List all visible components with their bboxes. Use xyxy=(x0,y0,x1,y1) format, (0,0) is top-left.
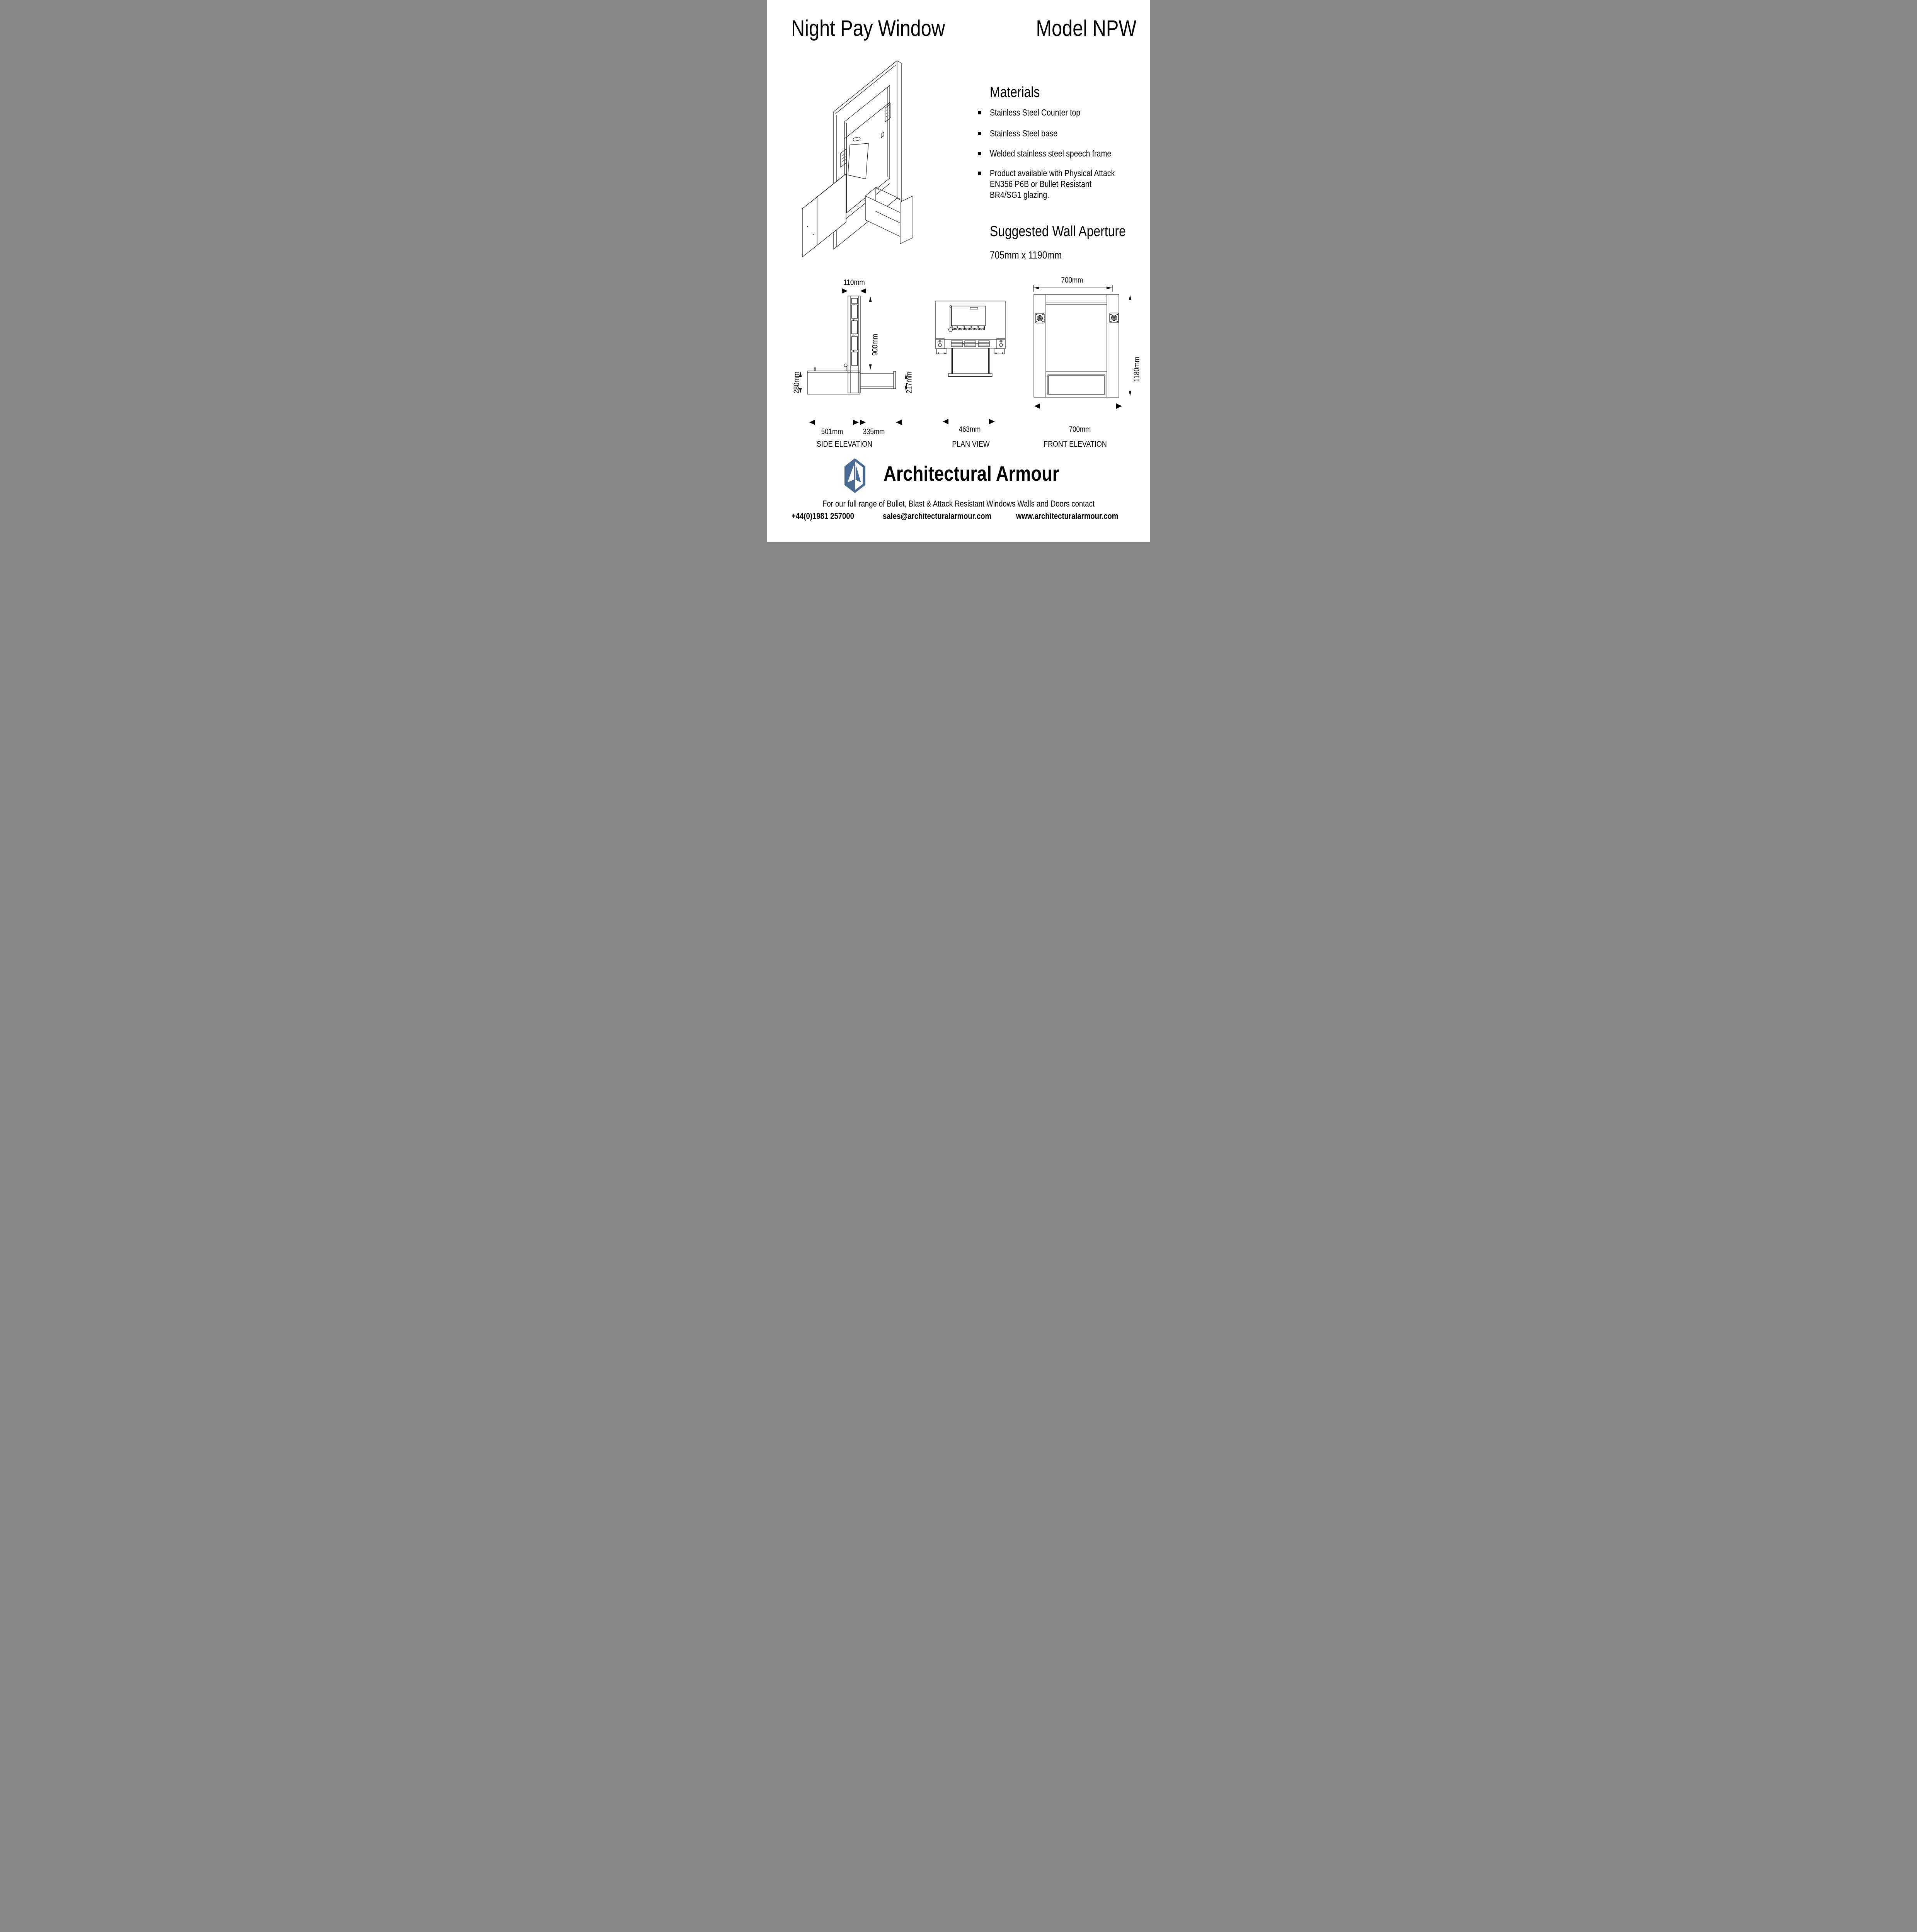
datasheet-page: Night Pay Window Model NPW xyxy=(767,0,1150,542)
bullet-square-icon xyxy=(978,111,981,114)
dim-arrow-icon xyxy=(853,420,859,425)
material-item: Stainless Steel base xyxy=(978,128,1070,139)
front-elevation-drawing xyxy=(1033,285,1132,398)
dim-arrow-icon xyxy=(860,420,866,425)
speech-plate-left xyxy=(1035,313,1045,323)
dim-arrow-icon xyxy=(809,420,815,425)
dim-arrow-icon xyxy=(842,288,848,294)
speech-plate-right xyxy=(1109,313,1119,323)
material-item: Welded stainless steel speech frame xyxy=(978,148,1134,159)
aperture-heading: Suggested Wall Aperture xyxy=(990,223,1126,240)
materials-heading: Materials xyxy=(990,84,1040,100)
dim-arrow-icon xyxy=(989,419,995,424)
side-elevation-drawing xyxy=(799,296,907,395)
speech-plate-right xyxy=(885,103,891,122)
footer-email: sales@architecturalarmour.com xyxy=(883,511,991,521)
model-title: Model NPW xyxy=(1036,16,1136,41)
dim-arrow-icon xyxy=(943,419,948,424)
dim-arrow-icon xyxy=(1116,403,1122,409)
dim-arrow-icon xyxy=(896,420,902,425)
bullet-square-icon xyxy=(978,172,981,175)
footer-website: www.architecturalarmour.com xyxy=(1016,511,1119,521)
aperture-size: 705mm x 1190mm xyxy=(990,249,1062,261)
dim-arrow-icon xyxy=(1034,403,1040,409)
material-item: Stainless Steel Counter top xyxy=(978,107,1098,118)
footer-phone: +44(0)1981 257000 xyxy=(792,511,854,521)
material-item: Product available with Physical Attack E… xyxy=(978,168,1139,200)
speech-plate-left xyxy=(840,148,847,168)
isometric-drawing xyxy=(802,60,913,257)
dim-arrow-icon xyxy=(860,288,866,294)
bullet-square-icon xyxy=(978,152,981,155)
plan-view-drawing xyxy=(935,301,1006,377)
bullet-square-icon xyxy=(978,132,981,135)
page-title: Night Pay Window xyxy=(791,16,945,41)
footer-tagline: For our full range of Bullet, Blast & At… xyxy=(822,499,1095,509)
brand-logo-icon xyxy=(844,458,865,493)
brand-name: Architectural Armour xyxy=(884,462,1059,485)
